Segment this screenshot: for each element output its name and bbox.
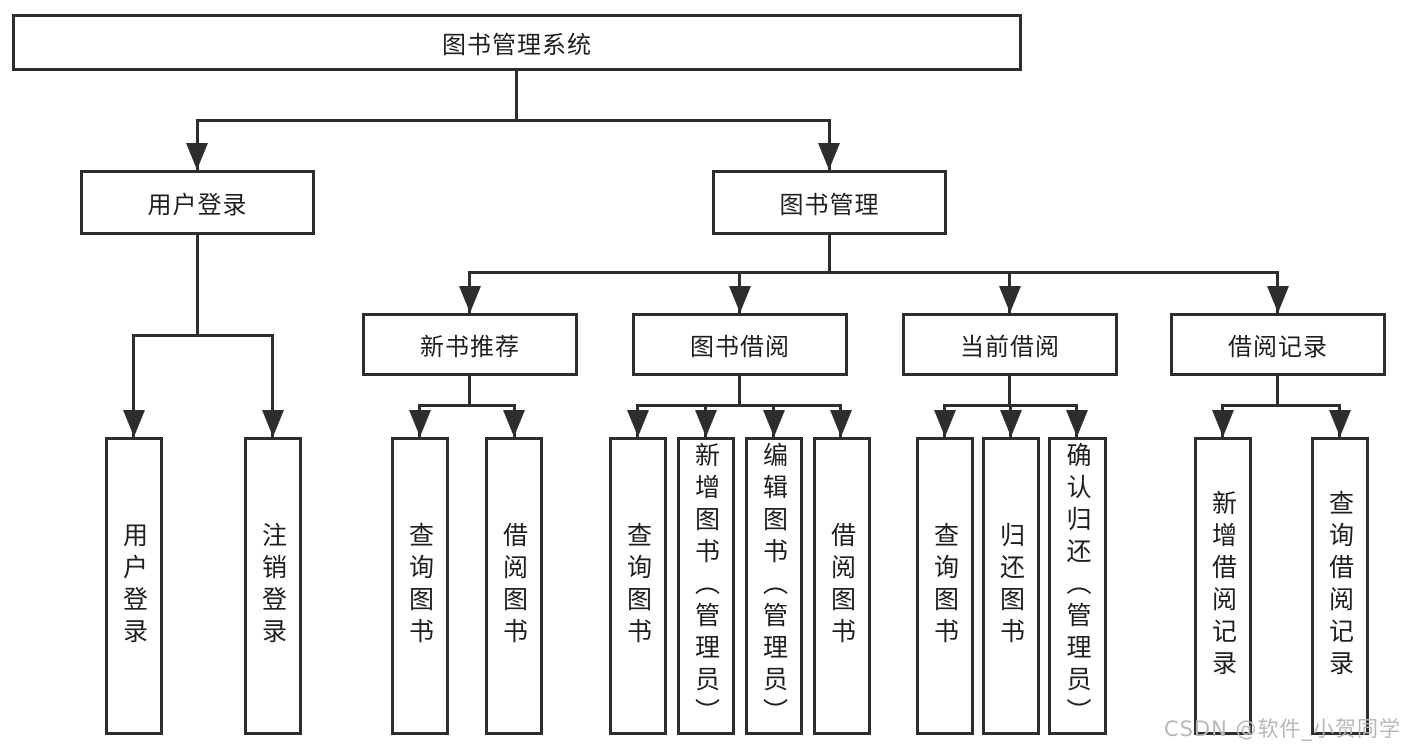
arrow-down-icon (459, 286, 481, 313)
leaf-query-books-borrowing: 查询图书 (609, 437, 667, 735)
arrow-down-icon (1066, 410, 1088, 437)
leaf-add-books-admin: 新增图书（管理员） (677, 437, 735, 735)
arrow-down-icon (818, 143, 840, 170)
connector-user-login-stem (196, 235, 199, 337)
leaf-label: 查询图书 (405, 522, 435, 650)
arrow-down-icon (123, 410, 145, 437)
arrow-down-icon (1212, 410, 1234, 437)
arrow-down-icon (503, 410, 525, 437)
connector-group-stem (468, 376, 471, 407)
leaf-label: 借阅图书 (827, 522, 857, 650)
connector-user-login-branch (132, 334, 274, 337)
arrow-down-icon (934, 410, 956, 437)
node-current-borrowing: 当前借阅 (902, 313, 1118, 376)
leaf-label: 查询图书 (623, 522, 653, 650)
connector-level2-branch (196, 119, 831, 122)
leaf-add-borrow-record: 新增借阅记录 (1194, 437, 1252, 735)
connector-stem-leaf (132, 334, 135, 437)
connector-level3-branch (468, 271, 1279, 274)
node-book-management: 图书管理 (712, 170, 947, 235)
leaf-label: 确认归还（管理员） (1063, 442, 1092, 730)
leaf-label: 借阅图书 (499, 522, 529, 650)
node-root-library-system: 图书管理系统 (12, 14, 1022, 71)
node-new-book-recommend: 新书推荐 (362, 313, 578, 376)
leaf-return-books: 归还图书 (982, 437, 1040, 735)
connector-group-stem (1276, 376, 1279, 407)
connector-group-stem (738, 376, 741, 407)
arrow-down-icon (830, 410, 852, 437)
arrow-down-icon (729, 286, 751, 313)
leaf-confirm-return-admin: 确认归还（管理员） (1048, 437, 1107, 735)
connector-group-branch (418, 404, 516, 407)
leaf-edit-books-admin: 编辑图书（管理员） (745, 437, 803, 735)
csdn-watermark: CSDN @软件_小贺同学 (1163, 717, 1401, 741)
leaf-query-borrow-record: 查询借阅记录 (1311, 437, 1369, 735)
node-book-borrowing: 图书借阅 (632, 313, 848, 376)
leaf-label: 查询图书 (930, 522, 960, 650)
node-label: 借阅记录 (1228, 333, 1328, 361)
arrow-down-icon (1267, 286, 1289, 313)
node-label: 图书管理系统 (442, 31, 592, 59)
arrow-down-icon (1000, 410, 1022, 437)
arrow-down-icon (186, 143, 208, 170)
leaf-label: 归还图书 (996, 522, 1026, 650)
leaf-borrow-books: 借阅图书 (813, 437, 871, 735)
connector-book-management-stem (828, 235, 831, 274)
node-label: 图书管理 (779, 191, 880, 219)
connector-group-stem (1008, 376, 1011, 407)
leaf-label: 编辑图书（管理员） (759, 442, 789, 730)
connector-root-stem (515, 70, 518, 122)
leaf-label: 用户登录 (119, 522, 149, 650)
connector-group-branch (636, 404, 842, 407)
leaf-label: 查询借阅记录 (1325, 490, 1355, 682)
leaf-label: 注销登录 (258, 522, 288, 650)
arrow-down-icon (763, 410, 785, 437)
arrow-down-icon (409, 410, 431, 437)
node-label: 新书推荐 (420, 333, 520, 361)
leaf-user-login: 用户登录 (105, 437, 163, 735)
leaf-borrow-books-recommend: 借阅图书 (485, 437, 543, 735)
arrow-down-icon (999, 286, 1021, 313)
leaf-label: 新增图书（管理员） (691, 442, 721, 730)
arrow-down-icon (627, 410, 649, 437)
leaf-label: 新增借阅记录 (1208, 490, 1238, 682)
node-label: 当前借阅 (960, 333, 1060, 361)
node-borrowing-records: 借阅记录 (1170, 313, 1386, 376)
connector-stem-leaf (271, 334, 274, 437)
leaf-query-books-current: 查询图书 (916, 437, 974, 735)
arrow-down-icon (262, 410, 284, 437)
node-label: 用户登录 (147, 191, 248, 219)
leaf-logout: 注销登录 (244, 437, 302, 735)
arrow-down-icon (695, 410, 717, 437)
node-user-login: 用户登录 (80, 170, 315, 235)
leaf-query-books-recommend: 查询图书 (391, 437, 449, 735)
arrow-down-icon (1329, 410, 1351, 437)
connector-group-branch (1221, 404, 1341, 407)
node-label: 图书借阅 (690, 333, 790, 361)
